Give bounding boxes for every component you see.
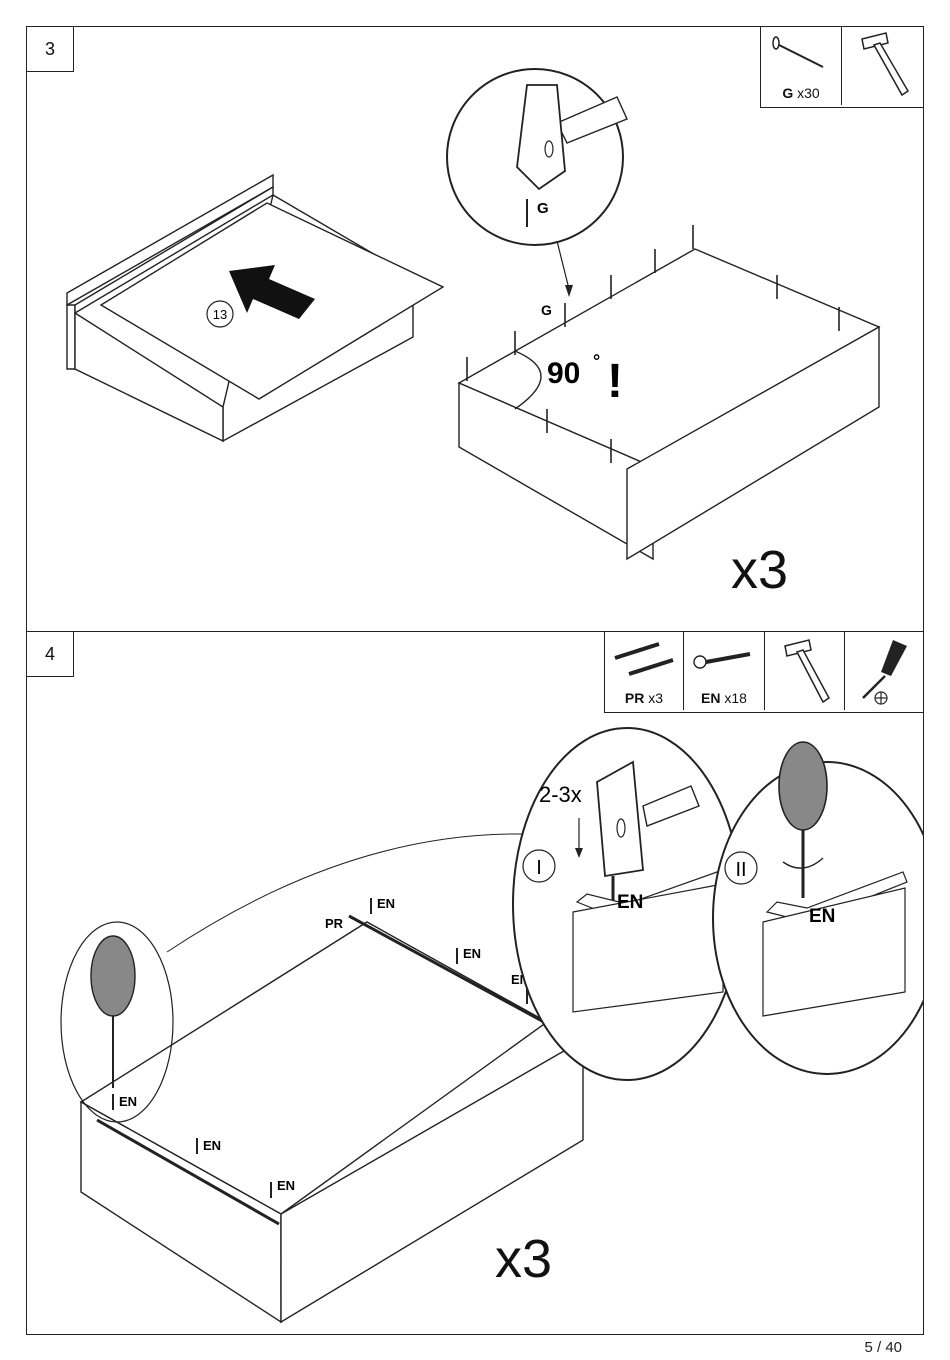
- tap-count: 2-3x: [539, 782, 582, 807]
- step-4-panel: 4 PR x3 EN x18: [26, 631, 924, 1335]
- screw-label-2: EN: [463, 946, 481, 961]
- quantity-multiplier: x3: [495, 1228, 552, 1290]
- roman-one: I: [536, 857, 542, 879]
- step-3-panel: 3 G x30: [26, 26, 924, 632]
- quantity-multiplier: x3: [731, 539, 788, 601]
- screw-label-1: EN: [377, 896, 395, 911]
- page-number: 5 / 40: [864, 1339, 902, 1356]
- hammer-detail: G: [447, 69, 627, 297]
- screw-label-5: EN: [277, 1178, 295, 1193]
- detail-two-screw: EN: [809, 906, 835, 927]
- nail-label-drawer: G: [541, 302, 552, 318]
- runner-label: PR: [325, 916, 344, 931]
- step-3-illustration: 13 G G: [27, 27, 923, 631]
- step-4-illustration: PR EN EN EN EN EN EN: [27, 632, 923, 1334]
- part-callout-label: 13: [213, 307, 227, 322]
- warning-mark: !: [607, 355, 623, 408]
- detail-one-screw: EN: [617, 892, 643, 913]
- screw-label-4: EN: [203, 1138, 221, 1153]
- angle-label: 90: [547, 357, 580, 390]
- nail-label: G: [537, 200, 549, 217]
- screw-label-6: EN: [119, 1094, 137, 1109]
- roman-two: II: [735, 859, 746, 881]
- angle-unit: °: [593, 351, 600, 371]
